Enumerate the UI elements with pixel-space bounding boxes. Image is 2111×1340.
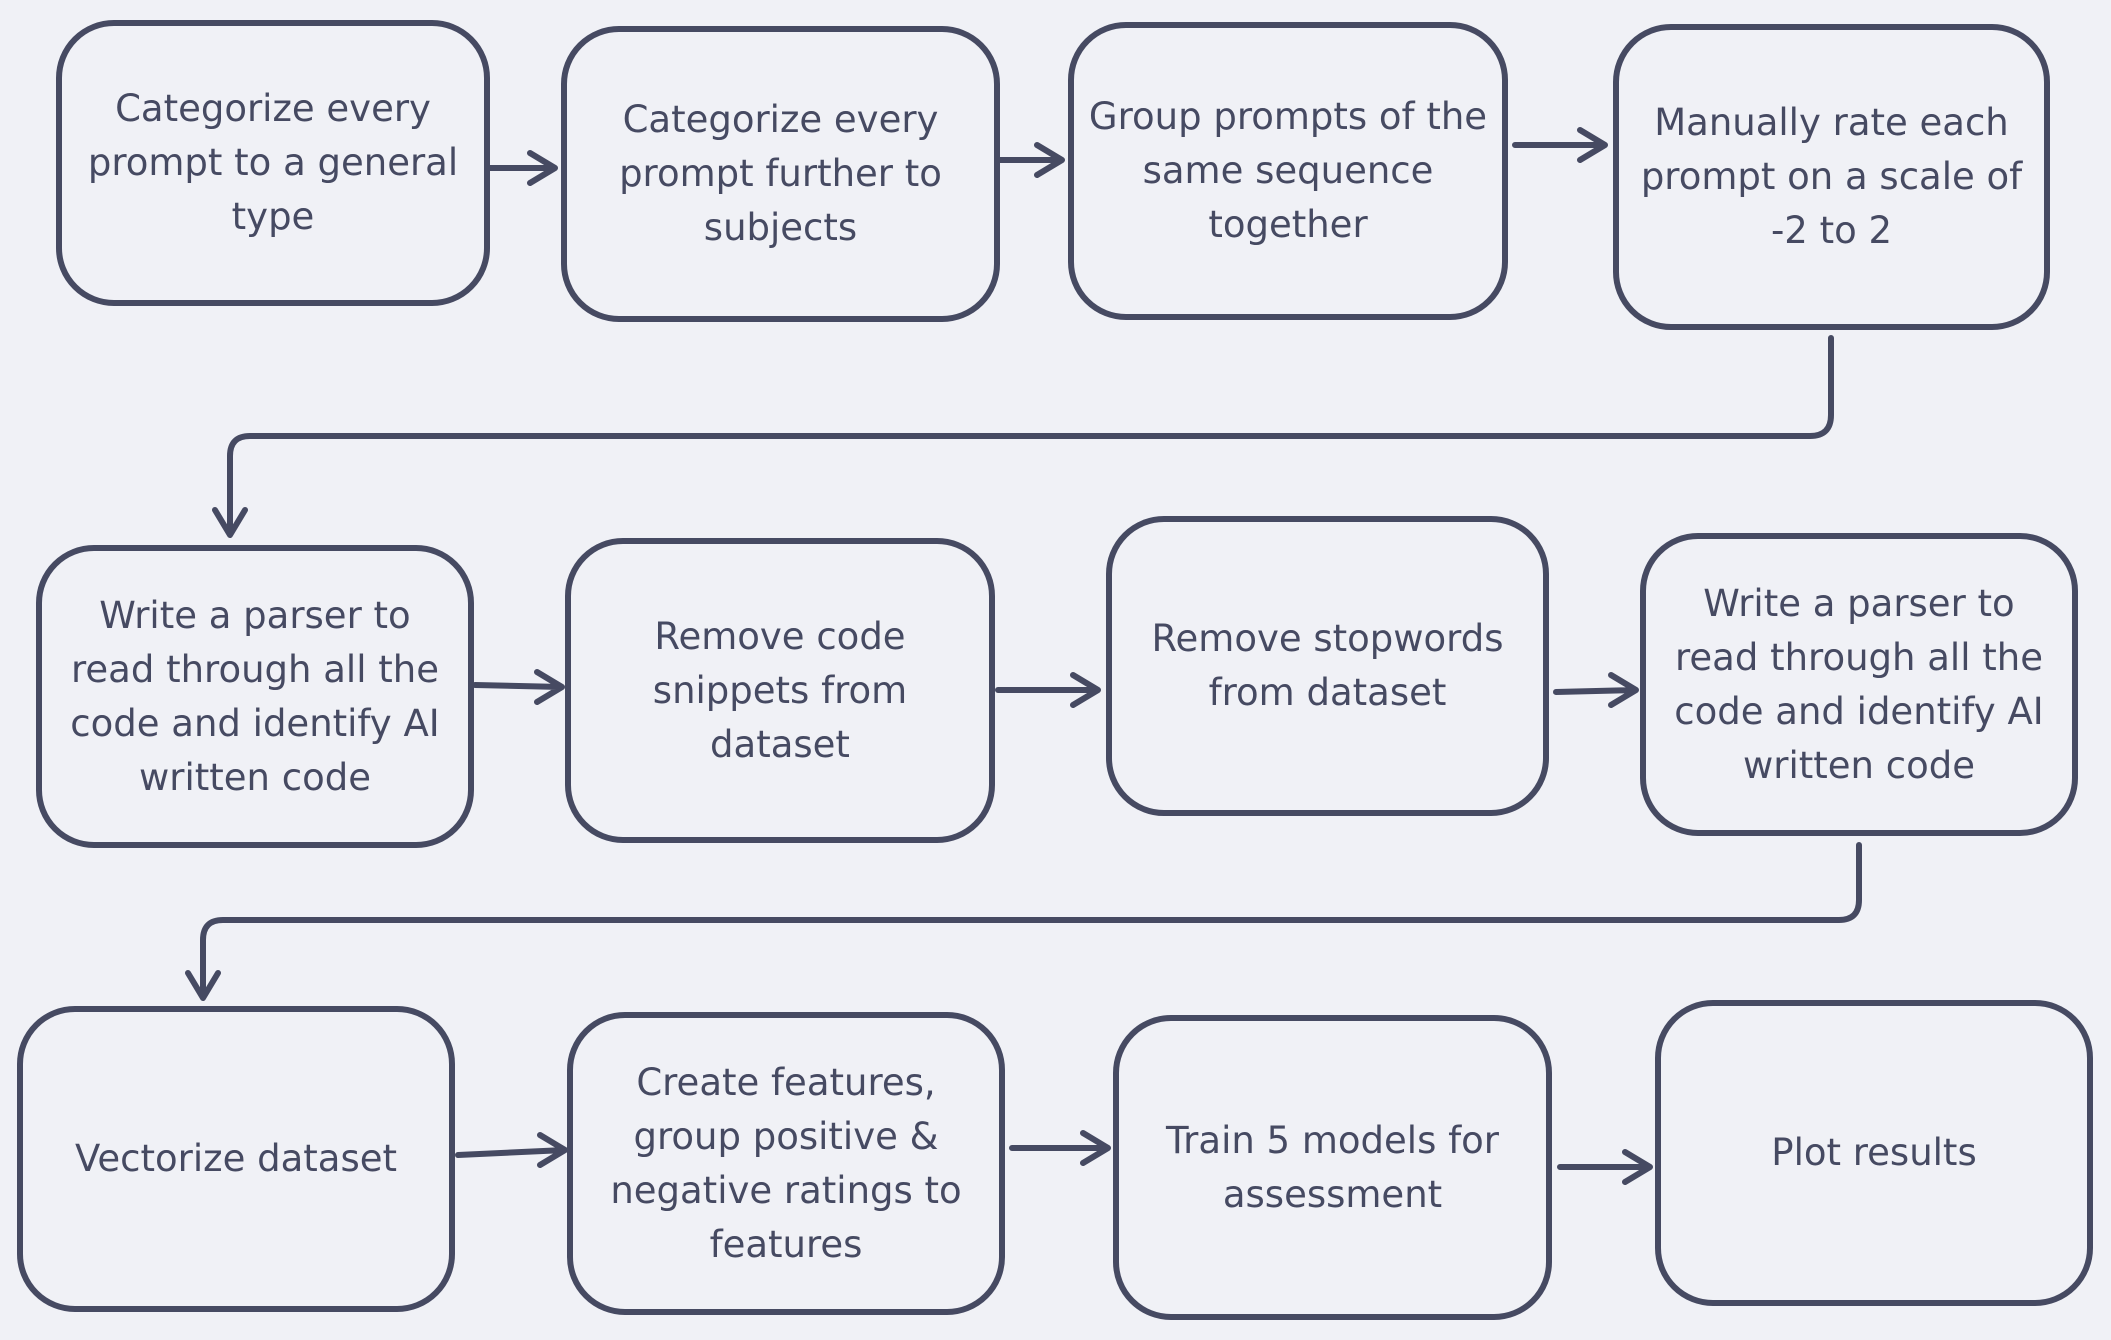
- node-label: Write a parser to read through all the c…: [70, 593, 440, 799]
- arrow-n10-to-n11: [1009, 1130, 1111, 1166]
- node-write-parser-1: Write a parser to read through all the c…: [36, 545, 474, 848]
- node-remove-stopwords: Remove stopwords from dataset: [1106, 516, 1549, 816]
- node-manually-rate: Manually rate each prompt on a scale of …: [1613, 24, 2050, 330]
- node-label: Manually rate each prompt on a scale of …: [1640, 101, 2023, 252]
- node-plot-results: Plot results: [1655, 1000, 2093, 1306]
- node-label: Remove stopwords from dataset: [1151, 617, 1504, 714]
- node-create-features: Create features, group positive & negati…: [567, 1012, 1005, 1315]
- node-remove-code-snippets: Remove code snippets from dataset: [565, 538, 995, 843]
- arrow-n11-to-n12: [1557, 1149, 1653, 1185]
- node-label: Group prompts of the same sequence toget…: [1088, 95, 1488, 246]
- node-categorize-general-type: Categorize every prompt to a general typ…: [56, 20, 490, 306]
- arrow-n3-to-n4: [1512, 127, 1608, 163]
- arrow-n7-to-n8: [1553, 672, 1639, 708]
- node-label: Remove code snippets from dataset: [652, 614, 908, 766]
- arrow-n1-to-n2: [487, 150, 558, 186]
- arrow-n4-to-n5: [212, 335, 1834, 538]
- node-label: Plot results: [1771, 1131, 1977, 1174]
- arrow-n2-to-n3: [997, 142, 1065, 178]
- node-label: Categorize every prompt further to subje…: [619, 98, 942, 249]
- node-label: Vectorize dataset: [74, 1137, 397, 1180]
- node-group-prompts: Group prompts of the same sequence toget…: [1068, 22, 1508, 320]
- node-categorize-subjects: Categorize every prompt further to subje…: [561, 26, 1000, 322]
- node-train-models: Train 5 models for assessment: [1113, 1015, 1552, 1320]
- node-label: Train 5 models for assessment: [1166, 1118, 1499, 1216]
- node-label: Categorize every prompt to a general typ…: [87, 87, 459, 238]
- arrow-n8-to-n9: [185, 842, 1862, 1001]
- arrow-n6-to-n7: [995, 672, 1101, 708]
- node-label: Create features, group positive & negati…: [610, 1060, 962, 1266]
- node-vectorize-dataset: Vectorize dataset: [17, 1006, 455, 1312]
- node-label: Write a parser to read through all the c…: [1674, 581, 2044, 787]
- node-write-parser-2: Write a parser to read through all the c…: [1640, 533, 2078, 836]
- arrow-n9-to-n10: [455, 1132, 568, 1168]
- arrow-n5-to-n6: [472, 669, 565, 705]
